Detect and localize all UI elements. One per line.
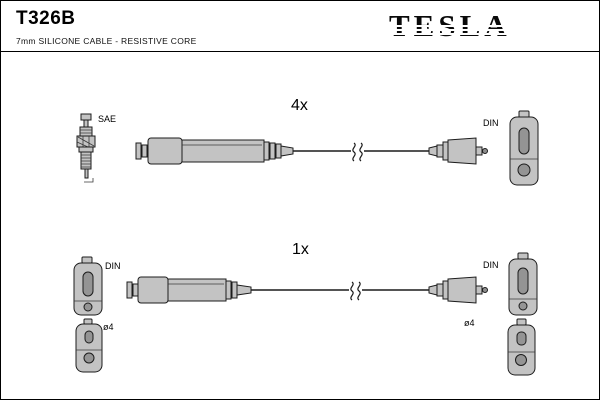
cable-4x-drawing (135, 137, 488, 165)
diameter-label-right: ø4 (464, 318, 475, 328)
din-boot-end-view-top (509, 110, 539, 186)
din-connector-label-bottom-left: DIN (105, 261, 121, 271)
logo-stripe (389, 25, 523, 27)
din-end-view-bottom-right (508, 252, 538, 316)
din-connector-label-bottom-right: DIN (483, 260, 499, 270)
din-end-view-bottom-left (73, 256, 103, 316)
logo-stripe (389, 37, 523, 39)
cable-1x-drawing (126, 276, 488, 304)
logo-stripe (389, 33, 523, 35)
diameter-4-end-view-right (507, 318, 536, 376)
quantity-1x-label: 1x (292, 241, 309, 258)
header: T326B 7mm SILICONE CABLE - RESISTIVE COR… (1, 1, 599, 52)
diameter-label-left: ø4 (103, 322, 114, 332)
logo-stripe (389, 29, 523, 31)
sae-terminal-label: SAE (98, 114, 117, 124)
part-number: T326B (16, 8, 76, 29)
tesla-logo: TESLA (389, 9, 523, 43)
quantity-4x-label: 4x (291, 97, 308, 114)
din-connector-label-top: DIN (483, 118, 499, 128)
spark-plug-drawing (76, 113, 96, 183)
diameter-4-end-view-left (75, 318, 103, 373)
cable-description: 7mm SILICONE CABLE - RESISTIVE CORE (16, 36, 197, 46)
